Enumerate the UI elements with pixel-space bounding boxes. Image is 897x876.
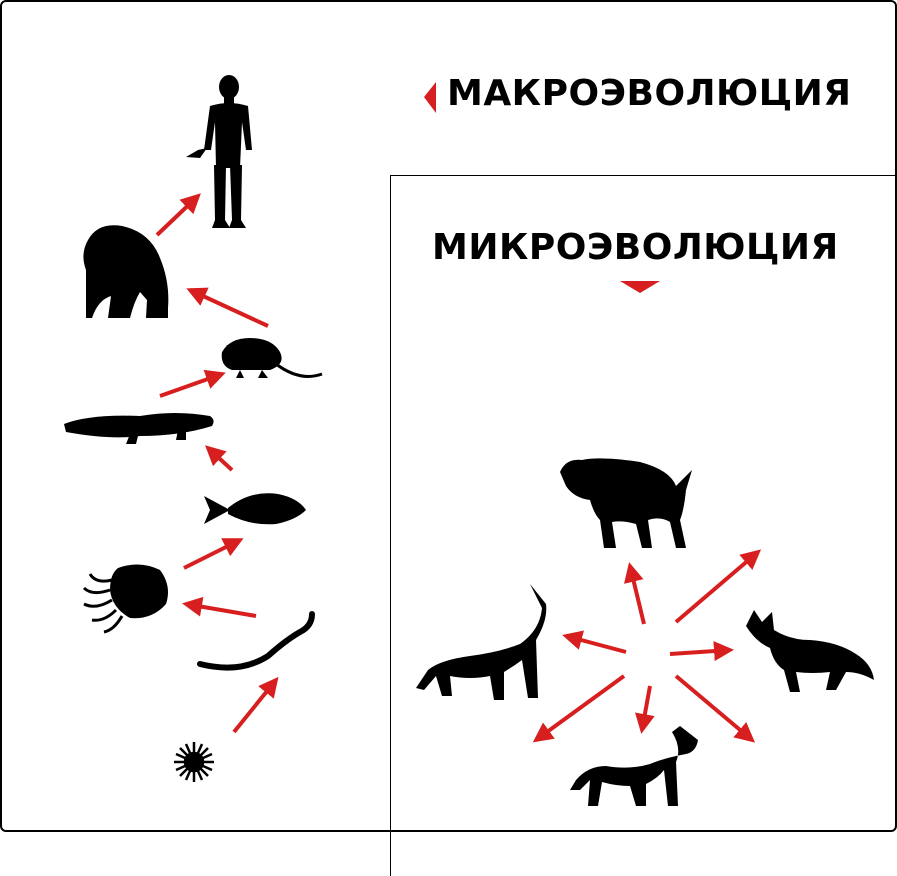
- rat-icon: [222, 338, 322, 378]
- micro-arrows: [536, 552, 758, 740]
- macro-arrows: [157, 196, 276, 732]
- hyena-icon: [560, 458, 692, 548]
- fox-icon: [746, 610, 874, 692]
- arrow-urchin-to-worm: [234, 680, 276, 732]
- arrow-worm-to-jelly: [186, 604, 256, 616]
- arrow-center-to-wolf: [566, 636, 626, 652]
- arrow-center-to-hyena: [630, 566, 644, 624]
- human-icon: [186, 75, 252, 228]
- arrow-center-to-lowright: [676, 676, 752, 740]
- arrow-gorilla-to-human: [157, 196, 198, 235]
- fish-icon: [204, 493, 306, 524]
- dog-icon: [570, 726, 698, 806]
- jellyfish-icon: [84, 564, 168, 632]
- worm-icon: [200, 614, 312, 668]
- gorilla-icon: [83, 225, 168, 318]
- arrow-rat-to-gorilla: [190, 290, 268, 326]
- arrow-center-to-dog: [642, 686, 650, 730]
- arrow-jelly-to-fish: [184, 540, 240, 568]
- sea-urchin-icon: [174, 742, 214, 782]
- arrow-center-to-fox: [670, 650, 730, 654]
- arrow-fish-to-croc: [208, 448, 232, 470]
- micro-down-triangle-icon: [620, 281, 660, 293]
- arrow-center-to-upright: [676, 552, 758, 622]
- arrow-center-to-lowleft: [536, 676, 624, 740]
- diagram-svg: [0, 0, 897, 832]
- arrow-croc-to-rat: [160, 374, 222, 396]
- wolf-icon: [416, 584, 546, 700]
- macro-left-triangle-icon: [424, 82, 436, 113]
- crocodile-icon: [64, 413, 214, 444]
